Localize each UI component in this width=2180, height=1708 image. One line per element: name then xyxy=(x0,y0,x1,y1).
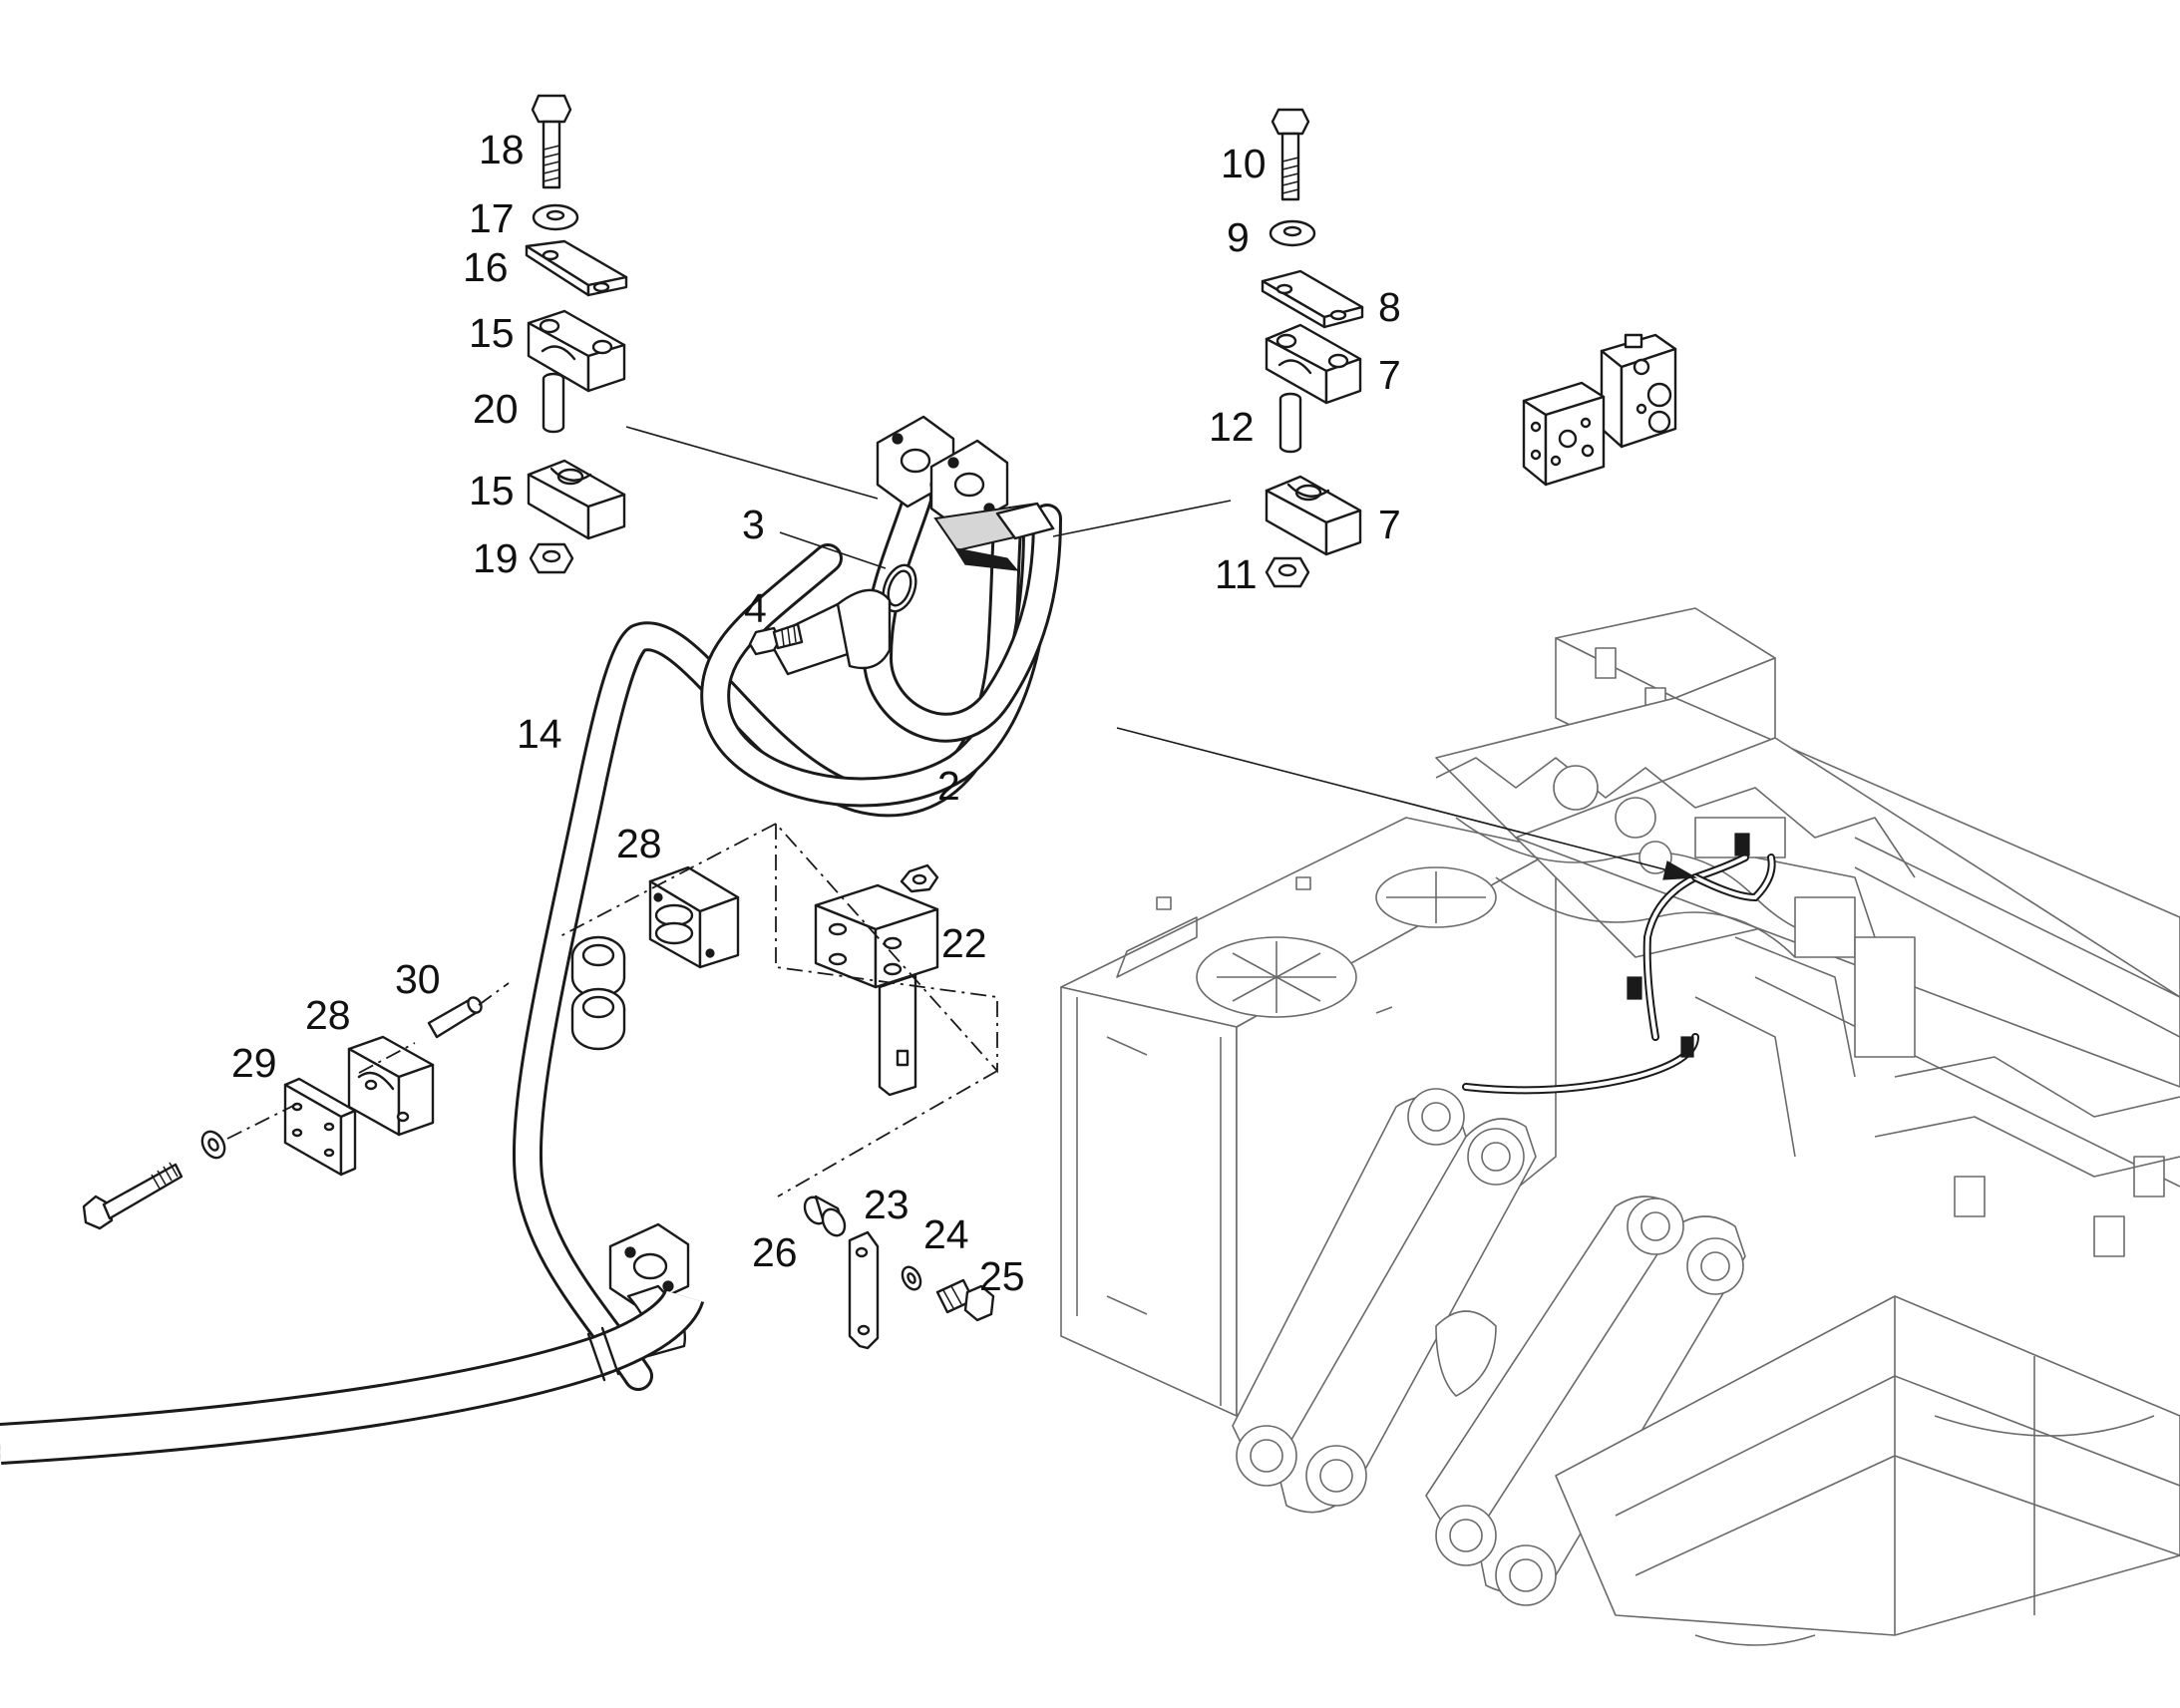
callout-7-upper: 7 xyxy=(1378,352,1401,398)
bolt-part-25 xyxy=(935,1278,995,1322)
sleeve-part-12 xyxy=(1278,392,1302,454)
callout-25: 25 xyxy=(979,1253,1025,1299)
clamp-half-part-7-lower xyxy=(1265,475,1362,556)
assembly-line-bracket xyxy=(775,821,998,1074)
bolt-part-4 xyxy=(748,622,804,656)
clamp-stack-right xyxy=(1261,108,1364,588)
washer-part-9 xyxy=(1269,219,1316,247)
callout-7-lower: 7 xyxy=(1378,502,1401,547)
spacer-part-26 xyxy=(803,1195,847,1237)
assembly-line-bracket-top xyxy=(557,823,777,938)
bolt-part-10 xyxy=(1271,108,1310,201)
callout-15-upper: 15 xyxy=(469,310,515,356)
callout-labels: 18 17 16 15 20 15 19 10 9 8 7 12 7 11 3 … xyxy=(231,127,1401,1299)
washer-part-24 xyxy=(901,1265,922,1291)
clamp-half-part-15-upper xyxy=(527,309,626,393)
callout-20: 20 xyxy=(473,386,519,432)
plate-part-29 xyxy=(283,1077,357,1177)
clamp-half-part-15-lower xyxy=(527,459,626,540)
callout-28-lower: 28 xyxy=(305,992,351,1038)
main-hose-cable xyxy=(0,1288,705,1465)
valve-block-assembly xyxy=(1522,333,1677,487)
callout-23: 23 xyxy=(864,1182,909,1227)
clamp-half-part-7-upper xyxy=(1265,323,1362,405)
callout-14: 14 xyxy=(517,711,562,757)
callout-26: 26 xyxy=(752,1229,798,1275)
callout-15-lower: 15 xyxy=(469,468,515,513)
nut-part-11 xyxy=(1265,556,1310,588)
assembly-line-bottom xyxy=(777,1070,998,1197)
washer-part-17 xyxy=(532,203,579,231)
callout-17: 17 xyxy=(469,195,515,241)
bolt-part-29 xyxy=(82,1162,183,1230)
nut-part-19 xyxy=(529,542,574,574)
flange-part-4 xyxy=(766,588,892,676)
callout-24: 24 xyxy=(923,1211,969,1257)
o-ring-part-3 xyxy=(882,563,917,613)
callout-22: 22 xyxy=(941,920,987,966)
clamp-stack-left xyxy=(525,94,628,574)
callout-30: 30 xyxy=(395,956,441,1002)
assembly-line-left xyxy=(226,982,510,1140)
loader-machine-frame xyxy=(1060,607,2180,1646)
strap-part-23 xyxy=(848,1230,880,1350)
hose-flange-head xyxy=(876,415,1055,571)
bracket-part-22 xyxy=(814,883,939,1097)
callout-12: 12 xyxy=(1209,404,1255,450)
callout-10: 10 xyxy=(1221,141,1267,186)
clamp-part-28-lower xyxy=(347,1035,435,1137)
callout-29: 29 xyxy=(231,1040,277,1086)
callout-18: 18 xyxy=(479,127,525,172)
callout-8: 8 xyxy=(1378,284,1401,330)
nut-part-22-top xyxy=(900,863,939,893)
leader-lines xyxy=(625,426,1698,880)
callout-19: 19 xyxy=(473,535,519,581)
bolt-part-18 xyxy=(531,94,572,189)
washer-part-29 xyxy=(200,1130,226,1160)
plate-part-8 xyxy=(1261,269,1364,329)
callout-9: 9 xyxy=(1227,214,1250,260)
plate-part-16 xyxy=(525,239,628,297)
sleeve-part-30 xyxy=(427,996,483,1039)
callout-3: 3 xyxy=(742,502,765,547)
callout-16: 16 xyxy=(463,244,509,290)
callout-28-upper: 28 xyxy=(616,821,662,866)
callout-2: 2 xyxy=(937,763,960,809)
sleeve-part-20 xyxy=(542,372,565,434)
callout-4: 4 xyxy=(744,585,767,631)
grommet-seal-lower xyxy=(570,987,626,1051)
callout-11: 11 xyxy=(1215,551,1258,597)
